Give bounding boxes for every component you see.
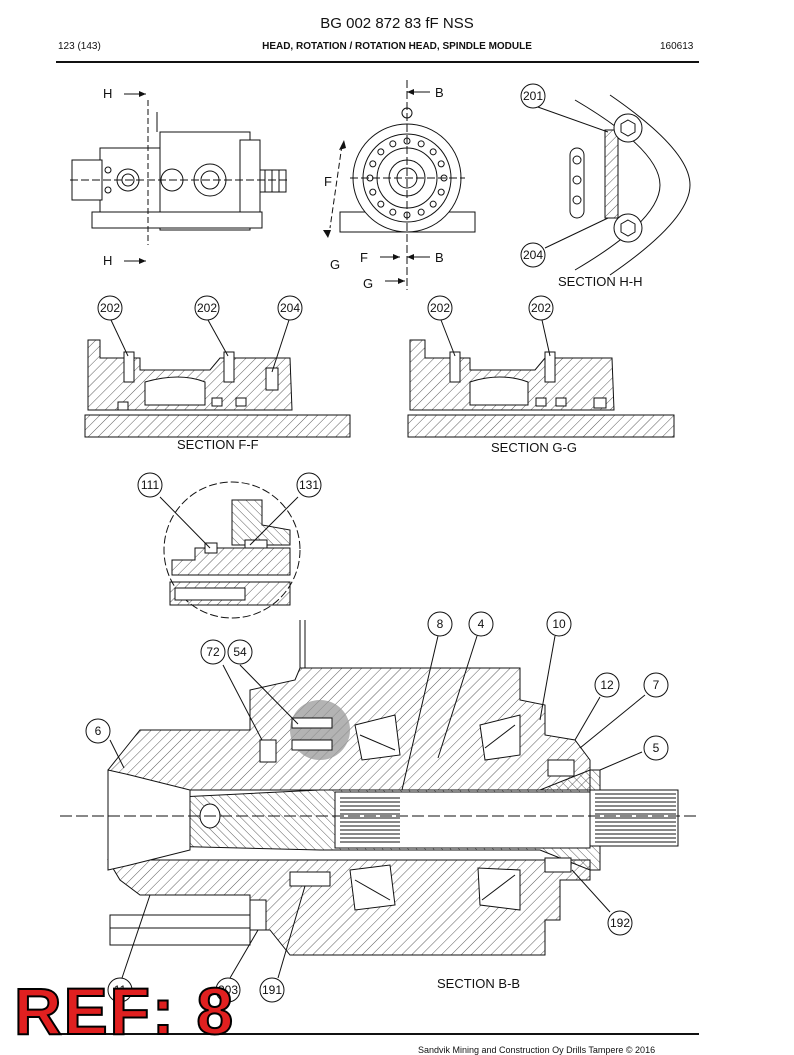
- callout-202: 202: [427, 295, 453, 321]
- section-hh: SECTION H-H: [558, 94, 691, 289]
- callout-202: 202: [528, 295, 554, 321]
- marker-f-left: F: [324, 174, 332, 189]
- callout-204: 204: [520, 242, 546, 268]
- side-view: H H: [70, 86, 290, 268]
- section-bb: SECTION B-B: [60, 620, 700, 991]
- svg-text:8: 8: [437, 617, 444, 631]
- section-bb-caption: SECTION B-B: [437, 976, 520, 991]
- callout-191: 191: [259, 977, 285, 1003]
- section-ff-caption: SECTION F-F: [177, 437, 259, 452]
- callout-203: 203: [215, 977, 241, 1003]
- marker-g-left: G: [330, 257, 340, 272]
- document-date: 160613: [660, 41, 694, 52]
- svg-text:202: 202: [430, 301, 450, 315]
- footer-copyright: Sandvik Mining and Construction Oy Drill…: [418, 1045, 656, 1055]
- marker-h-bottom: H: [103, 253, 112, 268]
- svg-text:204: 204: [280, 301, 300, 315]
- callout-201: 201: [520, 83, 546, 109]
- section-hh-caption: SECTION H-H: [558, 274, 643, 289]
- callout-6: 6: [85, 718, 111, 744]
- section-gg-caption: SECTION G-G: [491, 440, 577, 455]
- svg-text:202: 202: [197, 301, 217, 315]
- callout-204: 204: [277, 295, 303, 321]
- svg-text:201: 201: [523, 89, 543, 103]
- callout-11: 11: [107, 977, 133, 1003]
- ref-label: REF: 8: [13, 974, 236, 1048]
- marker-h-top: H: [103, 86, 112, 101]
- callout-202: 202: [194, 295, 220, 321]
- svg-text:12: 12: [600, 678, 614, 692]
- header-subject: HEAD, ROTATION / ROTATION HEAD, SPINDLE …: [262, 41, 532, 52]
- detail-view: [163, 481, 301, 619]
- callout-192: 192: [607, 910, 633, 936]
- end-view: B B F F G G: [323, 80, 476, 291]
- marker-f-bottom: F: [360, 250, 368, 265]
- svg-text:202: 202: [100, 301, 120, 315]
- svg-text:111: 111: [141, 478, 160, 492]
- svg-text:203: 203: [218, 983, 238, 997]
- svg-text:54: 54: [233, 645, 247, 659]
- svg-text:4: 4: [478, 617, 485, 631]
- callout-72: 72: [200, 639, 226, 665]
- callout-202: 202: [97, 295, 123, 321]
- section-ff: SECTION F-F: [84, 339, 351, 452]
- callout-131: 131: [296, 472, 322, 498]
- footer-divider: [56, 1033, 699, 1035]
- svg-text:192: 192: [610, 916, 630, 930]
- marker-b-bottom: B: [435, 250, 444, 265]
- callout-4: 4: [468, 611, 494, 637]
- callout-8: 8: [427, 611, 453, 637]
- callout-10: 10: [546, 611, 572, 637]
- callout-111: 111: [137, 472, 163, 498]
- svg-text:191: 191: [262, 983, 282, 997]
- page-number: 123 (143): [58, 41, 101, 52]
- marker-g-bottom: G: [363, 276, 373, 291]
- svg-text:10: 10: [552, 617, 566, 631]
- svg-text:204: 204: [523, 248, 543, 262]
- section-gg: SECTION G-G: [407, 339, 675, 455]
- header-divider: [56, 61, 699, 63]
- svg-text:6: 6: [95, 724, 102, 738]
- svg-text:131: 131: [299, 478, 319, 492]
- document-title: BG 002 872 83 fF NSS: [320, 15, 474, 32]
- svg-text:11: 11: [114, 983, 127, 997]
- callout-54: 54: [227, 639, 253, 665]
- svg-text:202: 202: [531, 301, 551, 315]
- leader-lines: [109, 105, 646, 979]
- callout-7: 7: [643, 672, 669, 698]
- callout-5: 5: [643, 735, 669, 761]
- svg-text:5: 5: [653, 741, 660, 755]
- svg-text:72: 72: [206, 645, 220, 659]
- marker-b-top: B: [435, 85, 444, 100]
- svg-text:7: 7: [653, 678, 660, 692]
- callout-12: 12: [594, 672, 620, 698]
